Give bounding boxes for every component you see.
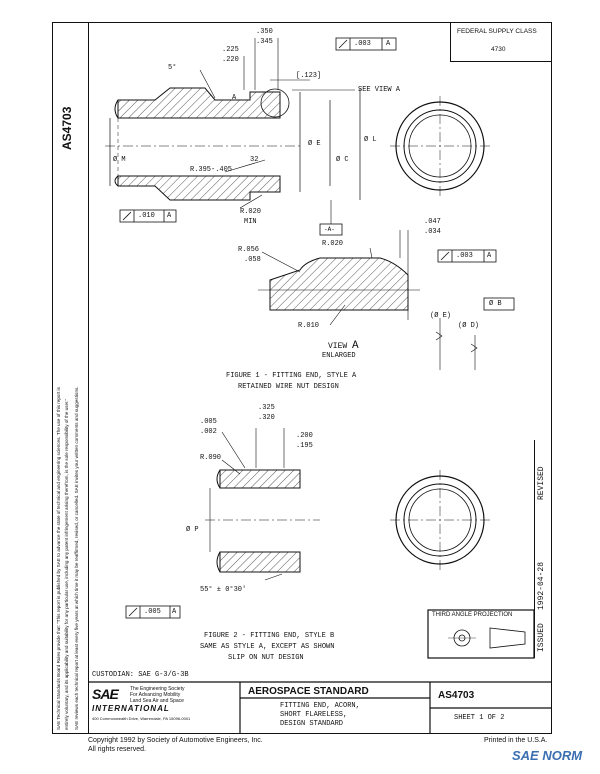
dim-195: .195 xyxy=(296,442,313,450)
custodian: CUSTODIAN: SAE G-3/G-3B xyxy=(92,671,189,679)
tol-top-value: .003 xyxy=(354,40,371,48)
third-angle-symbol xyxy=(427,609,535,659)
left-strip xyxy=(52,22,88,734)
dim-220: .220 xyxy=(222,56,239,64)
dim-005: .005 xyxy=(200,418,217,426)
tol-top-ref: A xyxy=(386,40,391,48)
tol-view-ref: A xyxy=(487,252,492,260)
sae-international: INTERNATIONAL xyxy=(92,704,170,713)
sheet-number: SHEET 1 OF 2 xyxy=(454,714,505,722)
dim-345: .345 xyxy=(256,38,273,46)
radius-395: R.395-.405 xyxy=(190,166,233,174)
radius-020-view: R.020 xyxy=(322,240,344,248)
doc-number: AS4703 xyxy=(438,690,475,701)
federal-supply-class-box: FEDERAL SUPPLY CLASS 4730 xyxy=(450,22,552,62)
tol-left-ref: A xyxy=(167,212,172,220)
radius-056: R.056 xyxy=(238,246,260,254)
tol-view-value: .003 xyxy=(456,252,473,260)
dim-320: .320 xyxy=(258,414,275,422)
figure1-section xyxy=(105,37,490,236)
dim-002: .002 xyxy=(200,428,217,436)
dim-123: [.123] xyxy=(296,72,322,80)
dim-034: .034 xyxy=(424,228,441,236)
title-line-3: DESIGN STANDARD xyxy=(280,720,344,728)
sae-tagline: The Engineering Society For Advancing Mo… xyxy=(130,686,185,704)
sae-address: 400 Commonwealth Drive, Warrendale, PA 1… xyxy=(92,716,191,721)
dim-phi-b: Ø B xyxy=(489,300,502,308)
radius-090: R.090 xyxy=(200,454,222,462)
dim-phi-e-ref: (Ø E) xyxy=(430,312,452,320)
radius-058: .058 xyxy=(244,256,261,264)
copyright: Copyright 1992 by Society of Automotive … xyxy=(88,737,263,744)
dim-phi-m: Ø M xyxy=(113,156,126,164)
title-line-2: SHORT FLARELESS, xyxy=(280,711,348,719)
tol-fig2-ref: A xyxy=(172,608,177,616)
printed-in: Printed in the U.S.A. xyxy=(484,737,548,744)
radius-020-min: MIN xyxy=(244,218,257,226)
detail-letter-a: A xyxy=(232,94,237,102)
surface-32: 32 xyxy=(250,156,259,164)
title-block-lines xyxy=(88,681,552,734)
view-a-subtitle: ENLARGED xyxy=(322,352,356,360)
see-view-a: SEE VIEW A xyxy=(358,86,401,94)
radius-020: R.020 xyxy=(240,208,262,216)
view-a-section xyxy=(258,230,515,370)
dim-phi-l: Ø L xyxy=(364,136,377,144)
dim-325: .325 xyxy=(258,404,275,412)
tol-left-value: .010 xyxy=(138,212,155,220)
angle-5: 5° xyxy=(168,64,177,72)
figure2-caption-1: FIGURE 2 - FITTING END, STYLE B xyxy=(204,632,335,640)
figure1-caption-1: FIGURE 1 - FITTING END, STYLE A xyxy=(226,372,357,380)
drawing-frame xyxy=(88,22,552,734)
figure2-section xyxy=(125,428,490,619)
figure2-caption-2: SAME AS STYLE A, EXCEPT AS SHOWN xyxy=(200,643,335,651)
angle-55: 55° ± 0°30' xyxy=(200,586,247,594)
sae-logo-block: SAE The Engineering Society For Advancin… xyxy=(92,686,236,730)
radius-010: R.010 xyxy=(298,322,320,330)
dim-phi-p: Ø P xyxy=(186,526,199,534)
aerospace-standard: AEROSPACE STANDARD xyxy=(248,686,369,697)
third-angle-label: THIRD ANGLE PROJECTION xyxy=(432,612,513,618)
dim-225: .225 xyxy=(222,46,239,54)
dim-350: .350 xyxy=(256,28,273,36)
sae-logo: SAE xyxy=(92,686,119,702)
figure2-caption-3: SLIP ON NUT DESIGN xyxy=(228,654,304,662)
watermark-logo: SAE NORM xyxy=(512,748,583,763)
dim-phi-c: Ø C xyxy=(336,156,349,164)
title-line-1: FITTING END, ACORN, xyxy=(280,702,360,710)
dim-200: .200 xyxy=(296,432,313,440)
revision-strip xyxy=(534,440,552,658)
datum-a: -A- xyxy=(324,226,335,233)
rights-reserved: All rights reserved. xyxy=(88,746,146,753)
figure1-caption-2: RETAINED WIRE NUT DESIGN xyxy=(238,383,339,391)
dim-phi-e: Ø E xyxy=(308,140,321,148)
dim-phi-d-ref: (Ø D) xyxy=(458,322,480,330)
view-a-title: VIEW A xyxy=(328,340,359,352)
tol-fig2-value: .005 xyxy=(144,608,161,616)
dim-047: .047 xyxy=(424,218,441,226)
fsc-label: FEDERAL SUPPLY CLASS xyxy=(457,28,537,35)
fsc-value: 4730 xyxy=(491,46,506,53)
